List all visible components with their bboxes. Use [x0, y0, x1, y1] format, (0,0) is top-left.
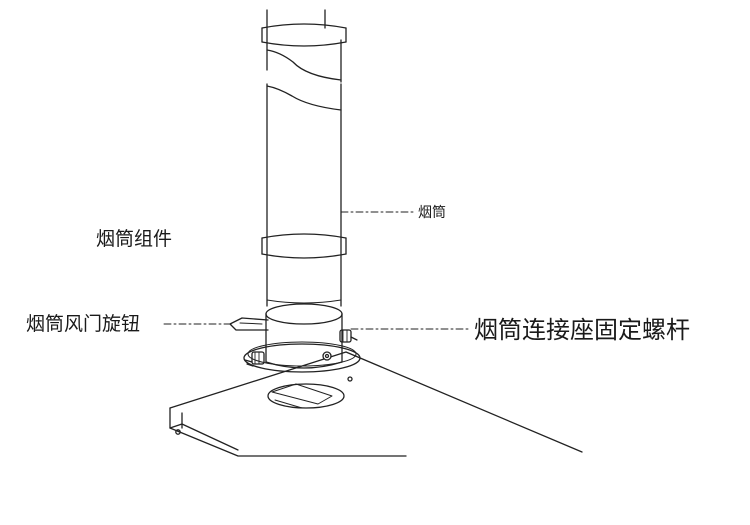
leader-lines: [163, 211, 471, 330]
connector-cylinder: [265, 303, 343, 369]
mount-bolt-right: [339, 329, 358, 343]
chimney-tube-lower: [261, 83, 347, 307]
label-mount-bolt: 烟筒连接座固定螺杆: [474, 316, 690, 344]
label-damper-knob: 烟筒风门旋钮: [26, 313, 141, 335]
mount-bolt-left: [244, 351, 265, 367]
base-plate: [169, 351, 583, 457]
connector-base: [243, 341, 361, 373]
damper-knob: [229, 317, 269, 331]
label-chimney: 烟筒: [418, 205, 446, 221]
label-chimney-assembly: 烟筒组件: [96, 228, 173, 250]
chimney-tube-upper: [261, 9, 347, 83]
